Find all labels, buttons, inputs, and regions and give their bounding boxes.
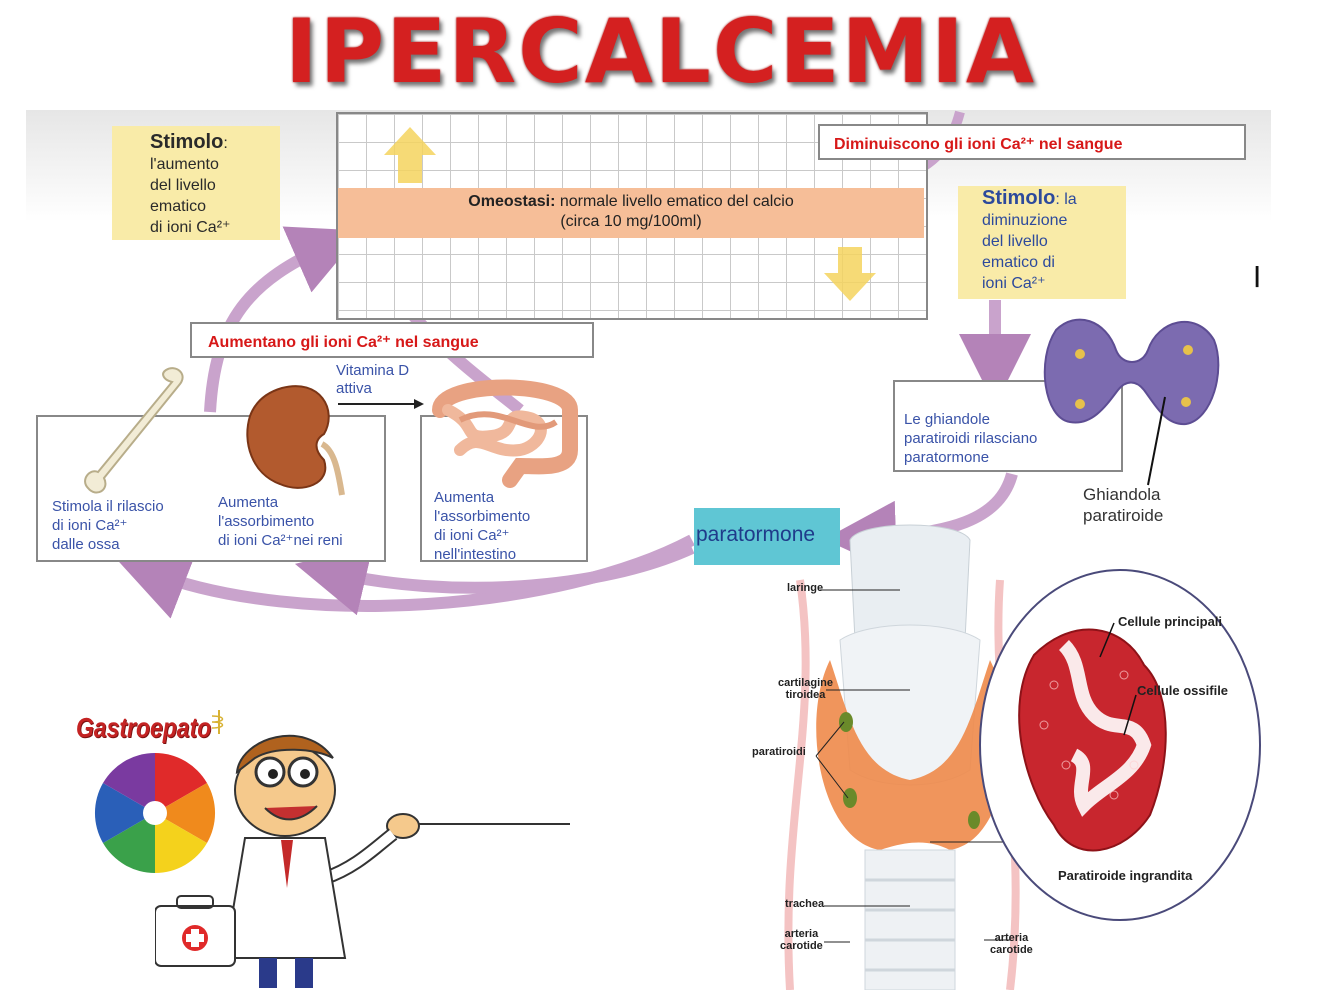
bone-text: Stimola il rilascio di ioni Ca²⁺ dalle o… xyxy=(52,497,164,554)
intestine-box xyxy=(420,415,588,562)
stimulus-line: ematico di xyxy=(982,254,1055,271)
down-arrow-icon xyxy=(824,247,876,301)
doctor-cartoon xyxy=(155,734,570,988)
stimulus-line: : la xyxy=(1055,191,1077,208)
homeostasis-subtext: (circa 10 mg/100ml) xyxy=(560,213,702,230)
intestine-text-line: Aumenta xyxy=(434,489,495,506)
vitamin-d-line: attiva xyxy=(336,380,372,397)
bone-text-line: di ioni Ca²⁺ xyxy=(52,517,128,534)
stray-mark: | xyxy=(1254,262,1261,287)
parathyroid-release-text: Le ghiandole paratiroidi rilasciano para… xyxy=(904,410,1037,467)
stimulus-label: Stimolo xyxy=(982,187,1056,209)
stimulus-line: ioni Ca²⁺ xyxy=(982,275,1046,292)
intestine-text-line: nell'intestino xyxy=(434,546,517,563)
label-line: carotide xyxy=(780,940,823,952)
label-laringe: laringe xyxy=(787,582,824,594)
page-title: IPERCALCEMIA xyxy=(285,0,1036,103)
stimulus-line: l'aumento xyxy=(150,156,219,173)
intestine-icon xyxy=(432,379,578,488)
stimulus-label: Stimolo xyxy=(150,131,224,153)
kidney-icon xyxy=(246,385,345,496)
label-line: arteria xyxy=(784,928,819,940)
kidney-text-line: di ioni Ca²⁺nei reni xyxy=(218,532,343,549)
vitamin-d-line: Vitamina D xyxy=(336,362,410,379)
homeostasis-text: normale livello ematico del calcio xyxy=(555,193,794,210)
release-line: paratormone xyxy=(904,449,990,466)
label-line: cartilagine xyxy=(778,677,834,689)
arrow-hormone-to-kidney xyxy=(294,542,695,616)
thyroid-anatomy-illustration xyxy=(784,524,1020,990)
label-arteria-right: arteria carotide xyxy=(990,932,1033,956)
label-line: tiroidea xyxy=(785,689,826,701)
homeostasis-label: Omeostasi: xyxy=(468,193,556,210)
increase-banner: Aumentano gli ioni Ca²⁺ nel sangue xyxy=(190,322,594,358)
kidney-text-line: l'assorbimento xyxy=(218,513,315,530)
vitamin-d-label: Vitamina D attiva xyxy=(336,362,409,398)
kidney-text-line: Aumenta xyxy=(218,494,279,511)
bone-text-line: Stimola il rilascio xyxy=(52,498,164,515)
kidney-text: Aumenta l'assorbimento di ioni Ca²⁺nei r… xyxy=(218,493,343,550)
label-paratiroide-ingrandita: Paratiroide ingrandita xyxy=(1058,868,1193,883)
release-line: paratiroidi rilasciano xyxy=(904,430,1038,447)
stimulus-line: del livello xyxy=(982,233,1048,250)
label-arteria-left: arteria carotide xyxy=(780,928,823,952)
gland-pointer-line xyxy=(1147,396,1166,486)
stimulus-line: di ioni Ca²⁺ xyxy=(150,219,231,236)
bone-icon xyxy=(84,367,184,494)
vitamin-d-arrow-icon xyxy=(338,399,424,409)
label-line: arteria xyxy=(994,932,1029,944)
label-line: carotide xyxy=(990,944,1033,956)
decrease-banner: Diminuiscono gli ioni Ca²⁺ nel sangue xyxy=(818,124,1246,160)
parathyroid-gland-icon xyxy=(1043,318,1220,426)
hormone-label-box: paratormone xyxy=(694,508,840,565)
stimulus-line: del livello xyxy=(150,177,216,194)
intestine-text: Aumenta l'assorbimento di ioni Ca²⁺ nell… xyxy=(434,488,530,564)
label-cellule-principali: Cellule principali xyxy=(1118,614,1223,629)
gland-label-line: paratiroide xyxy=(1083,506,1164,525)
logo-text: Gastroepato xyxy=(76,712,212,743)
stimulus-decrease-box: Stimolo: la diminuzione del livello emat… xyxy=(958,186,1126,299)
stimulus-line: diminuzione xyxy=(982,212,1068,229)
magnified-parathyroid xyxy=(979,569,1261,921)
bone-text-line: dalle ossa xyxy=(52,536,120,553)
stimulus-line: : xyxy=(223,135,228,152)
intestine-text-line: di ioni Ca²⁺ xyxy=(434,527,510,544)
up-arrow-icon xyxy=(384,127,436,183)
label-paratiroidi: paratiroidi xyxy=(752,746,806,758)
parathyroid-gland-label: Ghiandola paratiroide xyxy=(1083,484,1163,526)
label-cartilagine: cartilagine tiroidea xyxy=(778,677,833,701)
rainbow-swirl-logo xyxy=(94,753,216,873)
label-trachea: trachea xyxy=(785,898,825,910)
arrow-bone-to-homeostasis xyxy=(204,226,363,413)
intestine-text-line: l'assorbimento xyxy=(434,508,531,525)
release-line: Le ghiandole xyxy=(904,411,990,428)
caduceus-icon xyxy=(211,710,224,734)
gland-label-line: Ghiandola xyxy=(1083,485,1161,504)
homeostasis-band: Omeostasi: normale livello ematico del c… xyxy=(338,188,924,238)
label-cellule-ossifile: Cellule ossifile xyxy=(1137,683,1229,698)
stimulus-increase-box: Stimolo: l'aumento del livello ematico d… xyxy=(112,126,280,240)
stimulus-line: ematico xyxy=(150,198,207,215)
